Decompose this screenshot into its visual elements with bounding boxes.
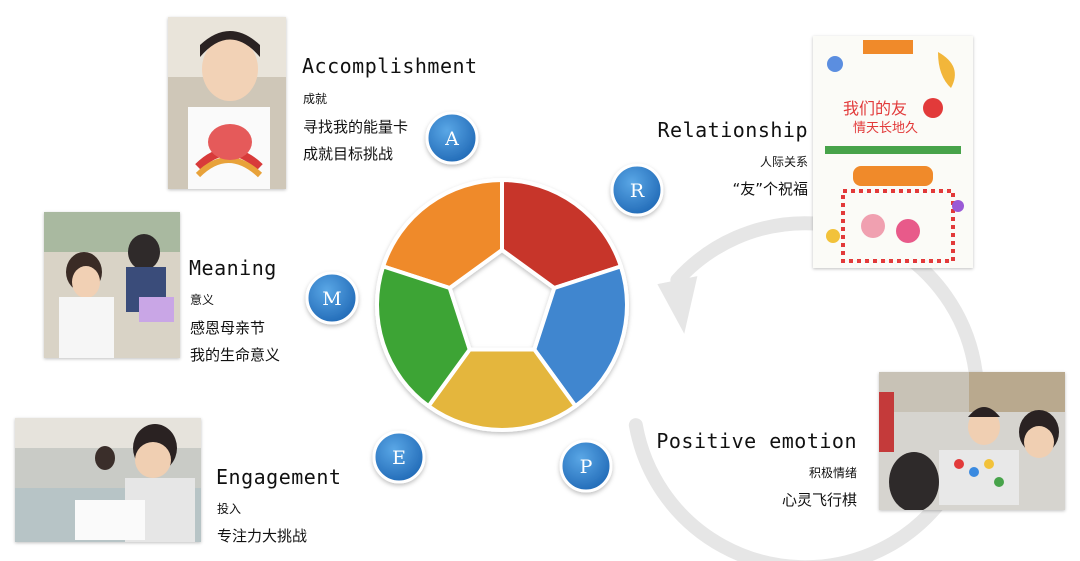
badge-letter-r: R (630, 180, 645, 202)
badge-p: P (559, 439, 613, 493)
badge-letter-p: P (580, 456, 593, 478)
heading-meaning: Meaning (189, 256, 277, 280)
badge-r: R (610, 163, 664, 217)
subtitle-relationship: 人际关系 (759, 155, 808, 169)
activity-relationship-1: “友”个祝福 (732, 180, 808, 198)
subtitle-positive-emotion: 积极情绪 (808, 466, 857, 480)
activity-accomplishment-1: 寻找我的能量卡 (303, 118, 409, 136)
subtitle-accomplishment: 成就 (303, 92, 328, 106)
badge-letter-m: M (322, 288, 341, 310)
badge-a: A (425, 111, 479, 165)
photo-student-concentration-task (15, 418, 201, 542)
heading-accomplishment: Accomplishment (302, 54, 478, 78)
heading-engagement: Engagement (216, 465, 342, 489)
badge-letter-e: E (392, 447, 406, 469)
activity-engagement-1: 专注力大挑战 (217, 527, 308, 545)
photo-students-flight-chess (879, 372, 1065, 510)
svg-text:情天长地久: 情天长地久 (853, 121, 918, 136)
photo-friendship-wish-card: 我们的友 情天长地久 (813, 36, 973, 268)
subtitle-meaning: 意义 (190, 293, 215, 307)
badge-m: M (305, 271, 359, 325)
activity-meaning-1: 感恩母亲节 (190, 319, 266, 337)
heading-relationship: Relationship (657, 118, 808, 142)
photo-girl-with-energy-card (168, 17, 286, 189)
photo-students-mothers-day-craft (44, 212, 180, 358)
svg-text:我们的友: 我们的友 (843, 99, 907, 118)
subtitle-engagement: 投入 (217, 502, 242, 516)
badge-letter-a: A (444, 128, 459, 150)
activity-positive-emotion-1: 心灵飞行棋 (781, 491, 857, 509)
activity-meaning-2: 我的生命意义 (190, 346, 281, 364)
heading-positive-emotion: Positive emotion (656, 429, 857, 453)
activity-accomplishment-2: 成就目标挑战 (303, 145, 394, 163)
badge-e: E (372, 430, 426, 484)
pentagon-ring (375, 178, 629, 432)
segment-meaning (375, 264, 472, 409)
